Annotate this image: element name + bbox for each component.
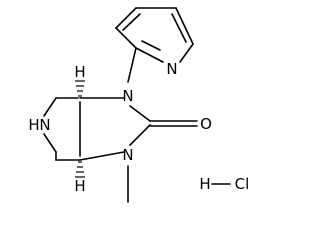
bond-py-n-c6 [179, 43, 194, 63]
atom-label-h-stereo-top: H [74, 63, 85, 81]
stereo-hatch-bottom [75, 161, 85, 178]
bond-n5-c6 [43, 133, 57, 153]
bond-py-inner-1 [141, 40, 161, 51]
bond-py-c6-c5 [175, 7, 194, 45]
bond-py-c3-c2 [115, 27, 137, 49]
salt-label-cl: Cl [235, 175, 250, 193]
bond-py-inner-3 [122, 13, 141, 31]
atom-label-n-methyl: N [122, 146, 133, 164]
atom-label-nh-h: H [28, 116, 39, 134]
bond-n3-c2 [129, 105, 151, 122]
chemical-structure-diagram: H N N N O N H H H Cl [28, 7, 250, 203]
bond-n1-c7a [79, 151, 125, 161]
stereo-hatch-top [75, 80, 85, 97]
pyridine-ring [115, 7, 194, 83]
imidazolidinone-ring [79, 97, 198, 161]
atom-label-h-stereo-bottom: H [74, 177, 85, 195]
bond-py-c2-n [135, 47, 164, 63]
atom-label-n-aryl: N [122, 87, 133, 105]
atom-label-n-pyridine: N [166, 60, 177, 78]
bond-n3-pyridyl [127, 47, 137, 83]
bond-py-c4-c3 [115, 7, 137, 29]
bond-c4-n5 [43, 97, 57, 117]
atom-label-nh: N [39, 116, 50, 134]
salt-label-h: H [199, 175, 210, 193]
bond-py-inner-2 [171, 13, 187, 43]
atom-label-o-carbonyl: O [200, 115, 212, 133]
piperidine-ring [43, 97, 81, 161]
bond-c2-n1 [129, 124, 151, 146]
